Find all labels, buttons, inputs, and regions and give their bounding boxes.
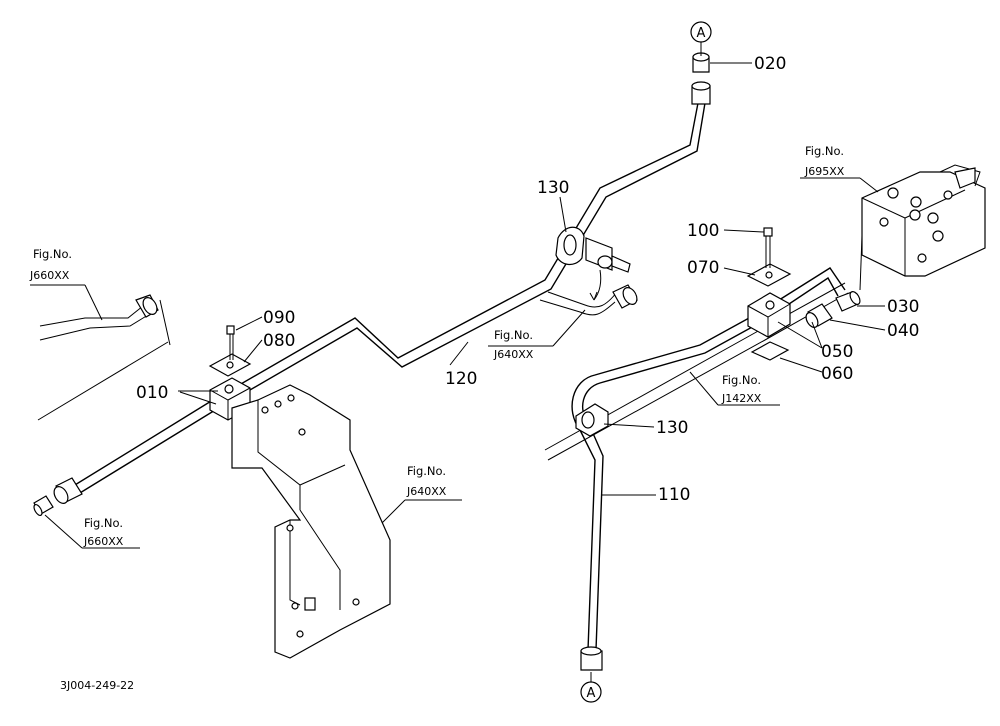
label-130-lower: 130: [656, 418, 688, 438]
ghost-pipe-j660xx: [37, 294, 171, 421]
bracket-j640xx: [231, 384, 391, 659]
part-020-fitting: [691, 52, 711, 105]
label-060: 060: [821, 364, 853, 384]
leader-lines: [30, 62, 886, 549]
figref-j640xx-bracket: Fig.No. J640XX: [406, 464, 447, 498]
figref-j695xx: Fig.No. J695XX: [804, 144, 845, 178]
fitting-030: [835, 291, 861, 312]
clamp-block-050: [747, 292, 791, 338]
valve-block-j695xx: [859, 164, 986, 291]
label-010: 010: [136, 383, 168, 403]
figref-caption: Fig.No.: [722, 373, 761, 387]
figref-code: J660XX: [83, 535, 124, 548]
figref-code: J640XX: [406, 485, 447, 498]
label-120: 120: [445, 369, 477, 389]
label-030: 030: [887, 297, 919, 317]
label-130-upper: 130: [537, 178, 569, 198]
figref-caption: Fig.No.: [33, 247, 72, 261]
label-040: 040: [887, 321, 919, 341]
label-050: 050: [821, 342, 853, 362]
figref-j142xx: Fig.No. J142XX: [721, 373, 762, 405]
bolt-090: [226, 325, 235, 360]
label-080: 080: [263, 331, 295, 351]
plate-070: [746, 263, 792, 287]
figref-j660xx-lower: Fig.No. J660XX: [83, 516, 124, 548]
figref-code: J640XX: [493, 348, 534, 361]
pipe-110-bottom-nut: [580, 646, 603, 671]
pipe-120-left-adapter: [33, 495, 54, 517]
callout-a-top: A: [690, 21, 712, 43]
figref-code: J695XX: [804, 165, 845, 178]
clamp-130-lower: [575, 403, 609, 437]
figref-code: J142XX: [721, 392, 762, 405]
figref-code: J660XX: [29, 269, 70, 282]
callout-a-bottom-letter: A: [587, 686, 596, 701]
figref-j640xx-upper: Fig.No. J640XX: [493, 328, 534, 361]
label-090: 090: [263, 308, 295, 328]
drawing-code: 3J004-249-22: [60, 679, 134, 692]
label-110: 110: [658, 485, 690, 505]
pipe-110: [571, 267, 846, 651]
plate-060: [750, 341, 790, 361]
callout-a-bottom: A: [580, 681, 602, 703]
label-020: 020: [754, 54, 786, 74]
bolt-100: [763, 227, 773, 268]
figref-caption: Fig.No.: [84, 516, 123, 530]
figref-caption: Fig.No.: [805, 144, 844, 158]
label-070: 070: [687, 258, 719, 278]
pipe-120-left-nut: [53, 477, 83, 504]
plate-080: [208, 353, 252, 377]
figref-j660xx-upper: Fig.No. J660XX: [29, 247, 72, 282]
label-100: 100: [687, 221, 719, 241]
figref-caption: Fig.No.: [494, 328, 533, 342]
ghost-pipe-j640xx: [539, 284, 638, 316]
figref-caption: Fig.No.: [407, 464, 446, 478]
fitting-040: [805, 303, 833, 328]
clamp-130-upper: [555, 226, 631, 301]
callout-a-top-letter: A: [697, 26, 706, 41]
